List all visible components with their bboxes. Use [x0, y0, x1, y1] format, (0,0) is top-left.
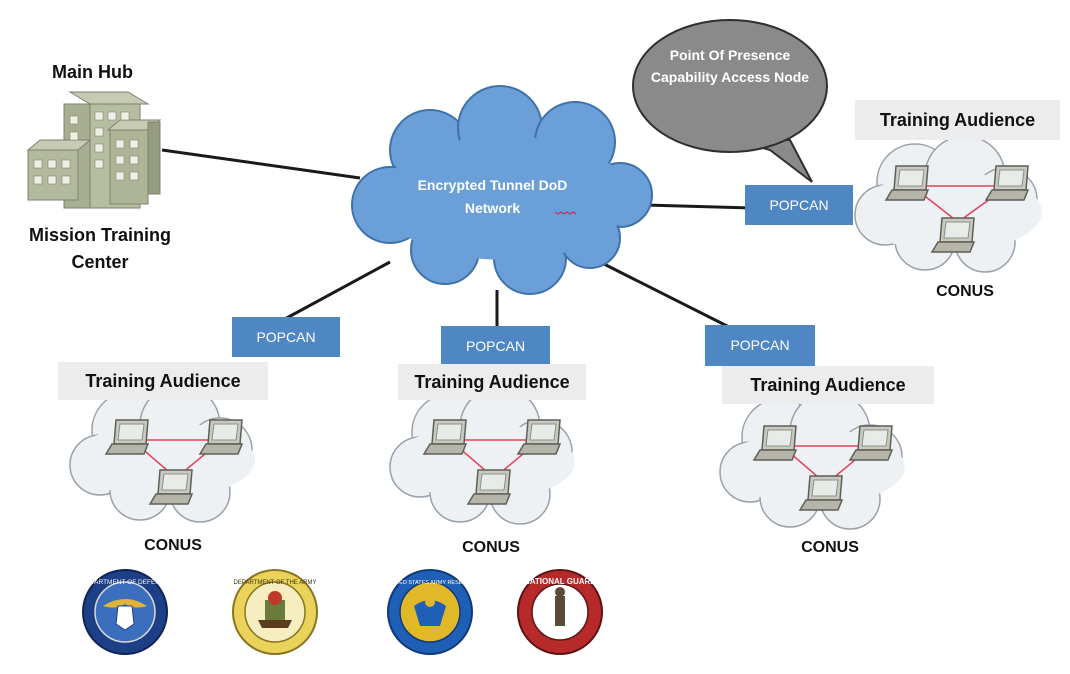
conus-label-4: CONUS	[801, 539, 859, 556]
central-cloud	[351, 85, 653, 295]
conus-label-2: CONUS	[144, 537, 202, 554]
department-of-the-army-seal-icon: DEPARTMENT OF THE ARMY	[232, 569, 318, 655]
department-of-defense-seal-icon: DEPARTMENT OF DEFENSE	[81, 569, 169, 655]
national-guard-seal-icon: NATIONAL GUARD	[517, 569, 603, 655]
connector-lines	[161, 148, 753, 332]
seal-lettering: DEPARTMENT OF THE ARMY	[234, 580, 317, 586]
main-hub-building-icon	[26, 91, 162, 209]
mission-training-center-label: Mission Training Center	[28, 225, 171, 272]
training-audience-label-2: Training Audience	[58, 362, 268, 400]
conus-label-1: CONUS	[936, 283, 994, 300]
popcan-node-3: POPCAN	[441, 326, 550, 366]
seal-lettering: DEPARTMENT OF DEFENSE	[81, 579, 169, 586]
training-audience-label-1: Training Audience	[855, 100, 1060, 140]
seal-lettering: NATIONAL GUARD	[524, 577, 596, 586]
seal-lettering: UNITED STATES ARMY RESERVE	[386, 580, 474, 586]
training-audience-label-4: Training Audience	[722, 366, 934, 404]
conus-label-3: CONUS	[462, 539, 520, 556]
army-reserve-seal-icon: UNITED STATES ARMY RESERVE	[386, 569, 474, 655]
spellcheck-underline	[554, 211, 577, 215]
popcan-node-4: POPCAN	[705, 325, 815, 366]
callout-bubble	[632, 19, 828, 183]
lan-links	[129, 185, 1011, 485]
callout-label: Point Of Presence Capability Access Node	[650, 47, 810, 85]
main-hub-title: Main Hub	[52, 62, 133, 82]
popcan-node-2: POPCAN	[232, 317, 340, 357]
cloud-label: Encrypted Tunnel DoD Network	[417, 177, 568, 216]
popcan-node-1: POPCAN	[745, 185, 853, 225]
training-audience-label-3: Training Audience	[398, 364, 586, 400]
